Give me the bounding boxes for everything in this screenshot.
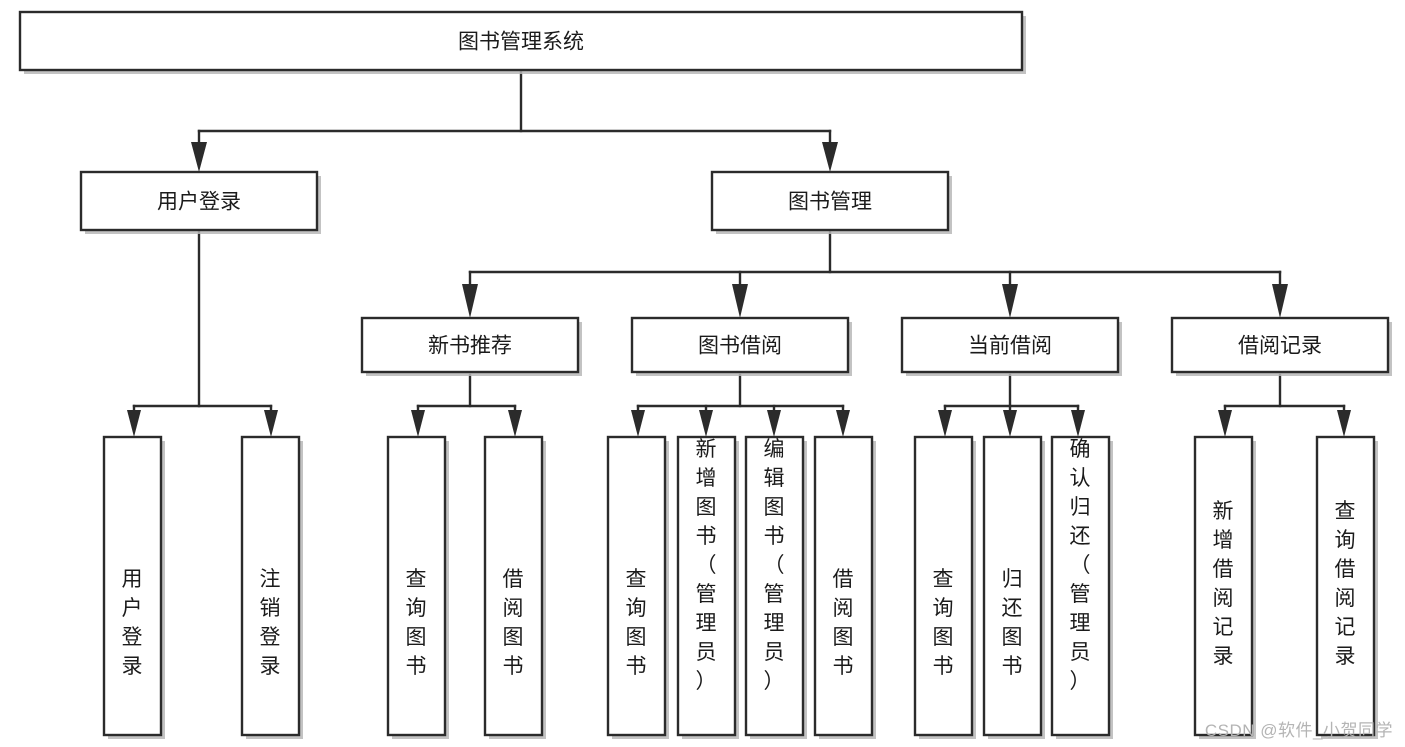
arrow-book-management xyxy=(822,142,838,172)
arrow-leaf-query-book-current xyxy=(938,410,952,437)
borrow-record-label: 借阅记录 xyxy=(1238,335,1322,358)
book-management-box[interactable] xyxy=(710,170,950,232)
root-box[interactable] xyxy=(18,10,1024,72)
node-leaf-add-book-admin[interactable]: 新增图书（管理员） xyxy=(676,435,739,739)
edge-layer xyxy=(127,70,1351,437)
leaf-query-book-current-box[interactable] xyxy=(913,435,974,737)
node-leaf-add-borrow-record[interactable]: 新增借阅记录 xyxy=(1193,435,1256,739)
leaf-add-borrow-record-box[interactable] xyxy=(1193,435,1254,737)
arrow-current-borrow xyxy=(1002,284,1018,318)
arrow-borrow-record xyxy=(1272,284,1288,318)
node-book-management[interactable]: 图书管理 xyxy=(710,170,952,234)
current-borrow-box[interactable] xyxy=(900,316,1120,374)
arrow-leaf-add-book-admin xyxy=(699,410,713,437)
book-borrow-label: 图书借阅 xyxy=(698,335,782,358)
node-leaf-edit-book-admin[interactable]: 编辑图书（管理员） xyxy=(744,435,807,739)
leaf-add-book-admin-box[interactable] xyxy=(676,435,737,737)
node-user-login[interactable]: 用户登录 xyxy=(79,170,321,234)
leaf-query-book-recommend-box[interactable] xyxy=(386,435,447,737)
leaf-user-logout-box[interactable] xyxy=(240,435,301,737)
node-borrow-record[interactable]: 借阅记录 xyxy=(1170,316,1392,376)
arrow-leaf-return-book xyxy=(1003,410,1017,437)
node-leaf-query-book-recommend[interactable]: 查询图书 xyxy=(386,435,449,739)
leaf-query-book-current-label: 查询图书 xyxy=(933,568,954,678)
leaf-borrow-book-recommend-box[interactable] xyxy=(483,435,544,737)
new-book-recommend-box[interactable] xyxy=(360,316,580,374)
leaf-user-login-box[interactable] xyxy=(102,435,163,737)
arrow-user-login xyxy=(191,142,207,172)
node-new-book-recommend[interactable]: 新书推荐 xyxy=(360,316,582,376)
arrow-leaf-borrow-book xyxy=(836,410,850,437)
leaf-borrow-book-label: 借阅图书 xyxy=(833,568,854,678)
user-login-label: 用户登录 xyxy=(157,191,241,214)
arrow-leaf-confirm-return-admin xyxy=(1071,410,1085,437)
csdn-watermark: CSDN @软件_小贺同学 xyxy=(1204,721,1393,740)
new-book-recommend-label: 新书推荐 xyxy=(428,335,512,358)
leaf-add-book-admin-label: 新增图书（管理员） xyxy=(696,438,717,693)
book-borrow-box[interactable] xyxy=(630,316,850,374)
arrow-leaf-user-login xyxy=(127,410,141,437)
arrow-leaf-edit-book-admin xyxy=(767,410,781,437)
current-borrow-label: 当前借阅 xyxy=(968,335,1052,358)
node-leaf-user-login[interactable]: 用户登录 xyxy=(102,435,165,739)
leaf-user-login-label: 用户登录 xyxy=(122,568,143,678)
node-leaf-query-borrow-record[interactable]: 查询借阅记录 xyxy=(1315,435,1378,739)
root-label: 图书管理系统 xyxy=(458,31,584,54)
node-leaf-query-book-current[interactable]: 查询图书 xyxy=(913,435,976,739)
leaf-edit-book-admin-box[interactable] xyxy=(744,435,805,737)
leaf-return-book-label: 归还图书 xyxy=(1002,568,1023,678)
node-leaf-borrow-book-recommend[interactable]: 借阅图书 xyxy=(483,435,546,739)
leaf-query-borrow-record-label: 查询借阅记录 xyxy=(1335,500,1356,668)
node-leaf-query-book-borrow[interactable]: 查询图书 xyxy=(606,435,669,739)
node-leaf-return-book[interactable]: 归还图书 xyxy=(982,435,1045,739)
arrow-leaf-query-borrow-record xyxy=(1337,410,1351,437)
leaf-user-logout-label: 注销登录 xyxy=(260,568,281,678)
node-leaf-borrow-book[interactable]: 借阅图书 xyxy=(813,435,876,739)
leaf-query-book-recommend-label: 查询图书 xyxy=(406,568,427,678)
book-management-label: 图书管理 xyxy=(788,191,872,214)
node-root[interactable]: 图书管理系统 xyxy=(18,10,1026,74)
leaf-query-book-borrow-label: 查询图书 xyxy=(626,568,647,678)
leaf-borrow-book-recommend-label: 借阅图书 xyxy=(503,568,524,678)
leaf-return-book-box[interactable] xyxy=(982,435,1043,737)
node-leaf-confirm-return-admin[interactable]: 确认归还（管理员） xyxy=(1050,435,1113,739)
arrow-leaf-borrow-book-recommend xyxy=(508,410,522,437)
node-book-borrow[interactable]: 图书借阅 xyxy=(630,316,852,376)
arrow-leaf-query-book-borrow xyxy=(631,410,645,437)
arrow-leaf-query-book-recommend xyxy=(411,410,425,437)
borrow-record-box[interactable] xyxy=(1170,316,1390,374)
arrow-book-borrow xyxy=(732,284,748,318)
leaf-confirm-return-admin-label: 确认归还（管理员） xyxy=(1070,438,1091,693)
leaf-query-book-borrow-box[interactable] xyxy=(606,435,667,737)
node-leaf-user-logout[interactable]: 注销登录 xyxy=(240,435,303,739)
leaf-edit-book-admin-label: 编辑图书（管理员） xyxy=(764,438,785,693)
leaf-confirm-return-admin-box[interactable] xyxy=(1050,435,1111,737)
arrow-new-book-recommend xyxy=(462,284,478,318)
leaf-add-borrow-record-label: 新增借阅记录 xyxy=(1213,500,1234,668)
arrow-leaf-user-logout xyxy=(264,410,278,437)
arrow-leaf-add-borrow-record xyxy=(1218,410,1232,437)
node-current-borrow[interactable]: 当前借阅 xyxy=(900,316,1122,376)
user-login-box[interactable] xyxy=(79,170,319,232)
leaf-query-borrow-record-box[interactable] xyxy=(1315,435,1376,737)
leaf-borrow-book-box[interactable] xyxy=(813,435,874,737)
